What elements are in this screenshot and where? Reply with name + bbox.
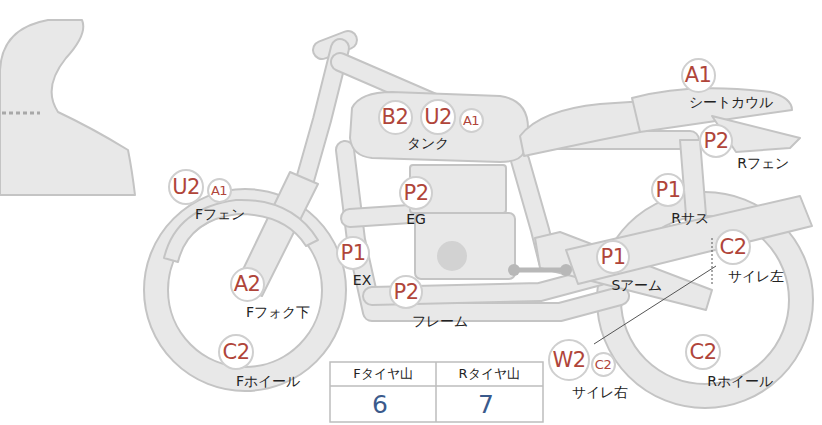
callout-circle: U2 [420, 99, 456, 135]
part-name: サイレ右 [572, 385, 628, 400]
leader-line [712, 238, 713, 286]
callout-circle: P1 [596, 240, 630, 274]
table-rule [435, 362, 437, 422]
part-name: Rホイール [707, 374, 773, 389]
front-cowl [0, 20, 135, 195]
frame-tube [345, 150, 620, 312]
cowl-dash [2, 112, 40, 115]
callout-code: P2 [403, 183, 428, 204]
table-value: 6 [372, 391, 388, 419]
callout-circle: A1 [681, 58, 716, 93]
callout-circle: C2 [218, 334, 254, 370]
part-name: EG [406, 212, 426, 227]
callout-circle: A2 [230, 267, 265, 302]
callout-circle: P2 [389, 275, 423, 309]
callout-code: P1 [655, 180, 680, 201]
frame-tube [350, 214, 410, 218]
footpeg-end [508, 264, 520, 276]
part-name: Fホイール [236, 374, 300, 389]
callout-code: A1 [211, 184, 227, 197]
part-name: フレーム [412, 314, 468, 329]
part-name: Sアーム [612, 278, 663, 293]
callout-code: A1 [463, 114, 479, 127]
fuel-tank [350, 92, 528, 162]
part-name: Fフォク下 [246, 305, 310, 320]
callout-code: P2 [393, 282, 418, 303]
callout-circle: C2 [715, 229, 751, 265]
callout-circle: U2 [168, 169, 204, 205]
frame-tube [345, 150, 620, 312]
part-name: タンク [407, 136, 449, 151]
callout-code: C2 [222, 342, 249, 363]
callout-circle: B2 [378, 100, 413, 135]
part-name: サイレ左 [728, 269, 784, 284]
front-fender [164, 200, 318, 262]
leader-line [594, 266, 716, 344]
engine-cover [437, 241, 467, 271]
part-name: シートカウル [689, 95, 773, 110]
frame-tube [350, 214, 410, 218]
silencer [566, 196, 812, 284]
table-header: Rタイヤ山 [458, 367, 519, 381]
callout-circle: P2 [699, 124, 733, 158]
table-header: Fタイヤ山 [353, 367, 412, 381]
callout-code: P1 [340, 243, 365, 264]
footpeg-end [560, 264, 572, 276]
callout-circle: C2 [591, 352, 616, 377]
tire-table [330, 362, 543, 422]
callout-code: W2 [552, 350, 585, 371]
engine-case [415, 213, 515, 279]
callout-circle: A1 [207, 178, 232, 203]
callout-code: U2 [424, 107, 452, 128]
callout-code: C2 [719, 237, 746, 258]
callout-code: C2 [595, 358, 611, 371]
part-name: EX [353, 273, 371, 288]
footpeg [514, 268, 566, 273]
callout-code: P1 [600, 247, 625, 268]
callout-circle: P2 [399, 176, 433, 210]
callout-circle: C2 [685, 334, 721, 370]
part-name: Rサス [671, 211, 709, 226]
table-value: 7 [478, 391, 494, 419]
callout-circle: P1 [336, 236, 370, 270]
callout-code: C2 [689, 342, 716, 363]
callout-code: U2 [172, 177, 200, 198]
callout-code: A1 [685, 65, 712, 86]
callout-code: B2 [382, 107, 409, 128]
callout-circle: A1 [459, 108, 484, 133]
callout-code: P2 [703, 131, 728, 152]
callout-circle: P1 [651, 173, 685, 207]
part-name: Fフェン [195, 207, 245, 222]
callout-code: A2 [234, 274, 261, 295]
callout-circle: W2 [548, 339, 590, 381]
part-name: Rフェン [737, 156, 789, 171]
